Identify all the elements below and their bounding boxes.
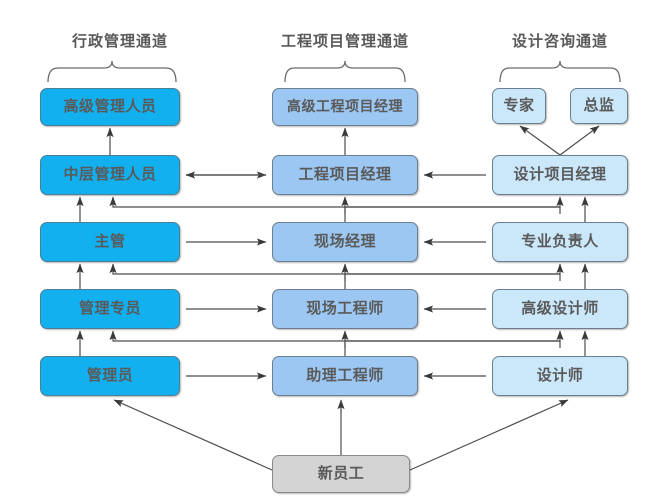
node-admin-senior-manager[interactable]: 高级管理人员: [40, 88, 180, 126]
edge-design4-expert: [519, 125, 561, 156]
node-admin-specialist[interactable]: 管理专员: [40, 289, 180, 329]
edge-eng2-design3: [344, 263, 564, 281]
edge-design4-director: [559, 125, 600, 156]
node-eng-site-manager[interactable]: 现场经理: [272, 222, 418, 262]
node-design-director[interactable]: 总监: [570, 88, 628, 124]
node-eng-assistant-engineer[interactable]: 助理工程师: [272, 356, 418, 396]
edge-design3-admin4: [109, 196, 561, 214]
brace-design: [499, 60, 621, 83]
edge-design1-admin2: [109, 330, 561, 348]
node-design-discipline-lead[interactable]: 专业负责人: [492, 222, 628, 262]
node-design-senior-designer[interactable]: 高级设计师: [492, 289, 628, 329]
edge-design2-admin3: [109, 263, 561, 281]
node-design-expert[interactable]: 专家: [492, 88, 546, 124]
lane-title-design: 设计咨询通道: [511, 33, 608, 50]
brace-admin: [47, 60, 177, 83]
node-admin-supervisor[interactable]: 主管: [40, 222, 180, 262]
node-admin-middle-manager[interactable]: 中层管理人员: [40, 155, 180, 195]
edge-entry-admin1: [113, 399, 273, 471]
node-entry-new-employee[interactable]: 新员工: [272, 455, 410, 493]
node-eng-site-engineer[interactable]: 现场工程师: [272, 289, 418, 329]
node-design-designer[interactable]: 设计师: [492, 356, 628, 396]
lane-title-admin: 行政管理通道: [71, 33, 168, 50]
node-eng-project-manager[interactable]: 工程项目经理: [272, 155, 418, 195]
edge-eng1-design2: [344, 330, 564, 348]
lane-title-engineering: 工程项目管理通道: [280, 33, 409, 50]
edge-entry-design1: [409, 399, 569, 471]
node-admin-administrator[interactable]: 管理员: [40, 356, 180, 396]
brace-engineering: [284, 60, 406, 83]
edge-eng3-design4: [344, 196, 564, 214]
node-eng-senior-project-manager[interactable]: 高级工程项目经理: [272, 88, 418, 126]
node-design-project-manager[interactable]: 设计项目经理: [492, 155, 628, 195]
